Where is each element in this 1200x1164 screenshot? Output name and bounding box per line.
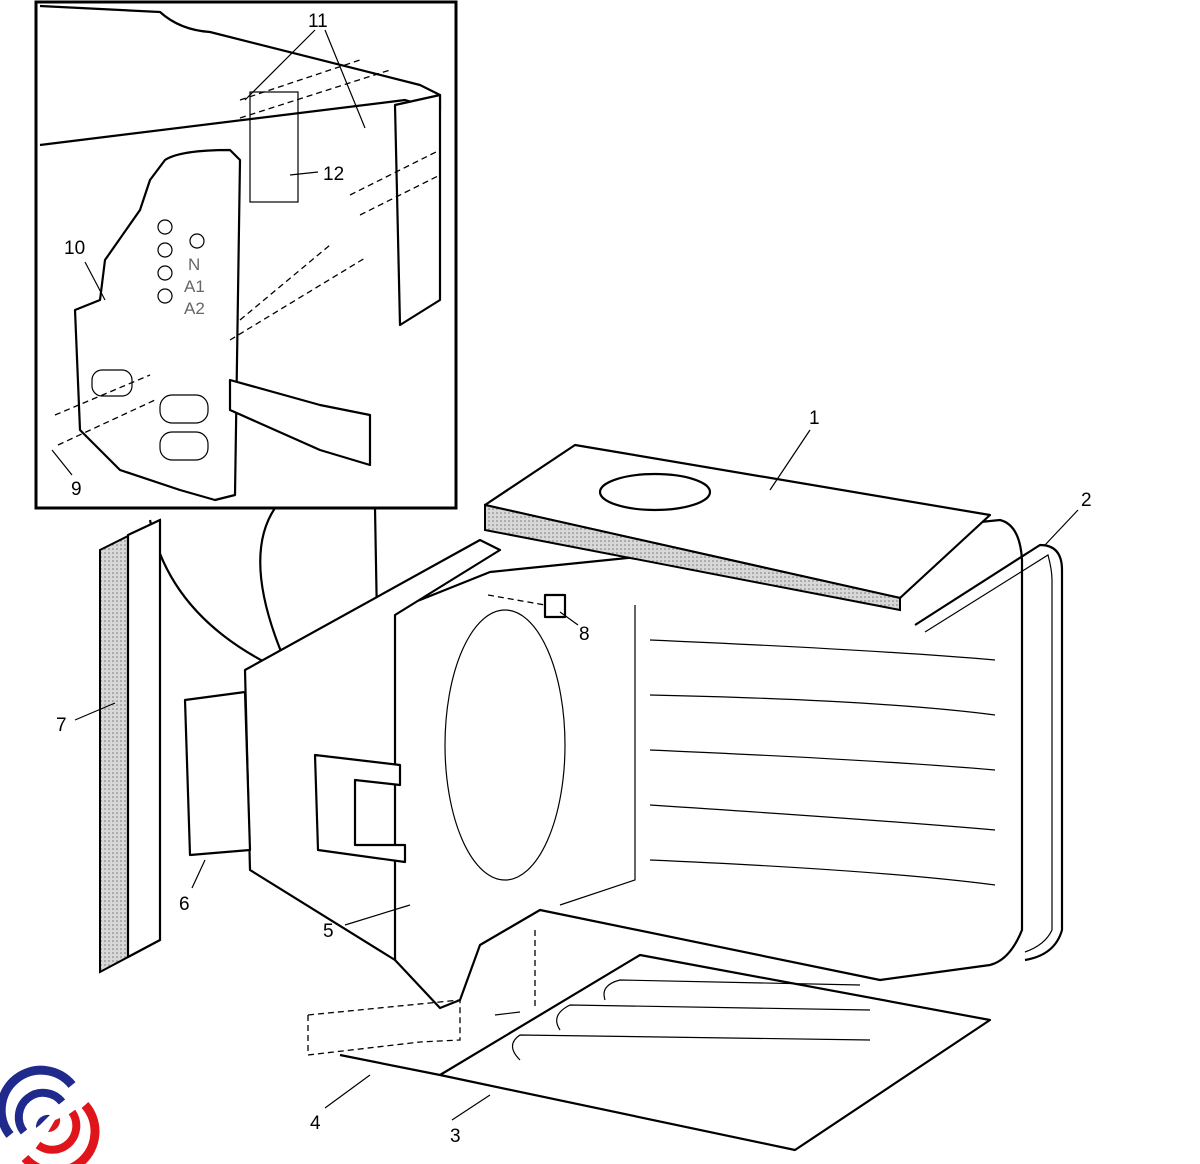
callout-8: 8 [579, 624, 590, 645]
callout-7: 7 [56, 715, 67, 736]
terminal-marking-n: N [188, 255, 200, 274]
terminal-marking-a1: A1 [184, 277, 205, 296]
callout-10: 10 [64, 238, 85, 259]
callout-6: 6 [179, 894, 190, 915]
callout-11: 11 [308, 11, 328, 32]
callout-4: 4 [310, 1113, 321, 1134]
terminal-marking-a2: A2 [184, 299, 205, 318]
detail-inset: N A1 A2 [34, 0, 458, 510]
callout-5: 5 [323, 921, 334, 942]
door-seal [914, 543, 1064, 962]
callout-1: 1 [809, 408, 820, 429]
callout-3: 3 [450, 1126, 461, 1147]
callout-2: 2 [1081, 490, 1092, 511]
terminal-bracket [183, 690, 252, 857]
callout-labels: 1 2 3 4 5 6 7 8 9 10 11 12 [56, 11, 1092, 1147]
oven-cavity [388, 518, 1024, 1010]
brand-logo [0, 1065, 100, 1164]
lower-heating-element-tray [438, 953, 992, 1152]
callout-12: 12 [323, 164, 344, 185]
callout-9: 9 [71, 479, 82, 500]
sensor-probe [339, 1053, 441, 1077]
